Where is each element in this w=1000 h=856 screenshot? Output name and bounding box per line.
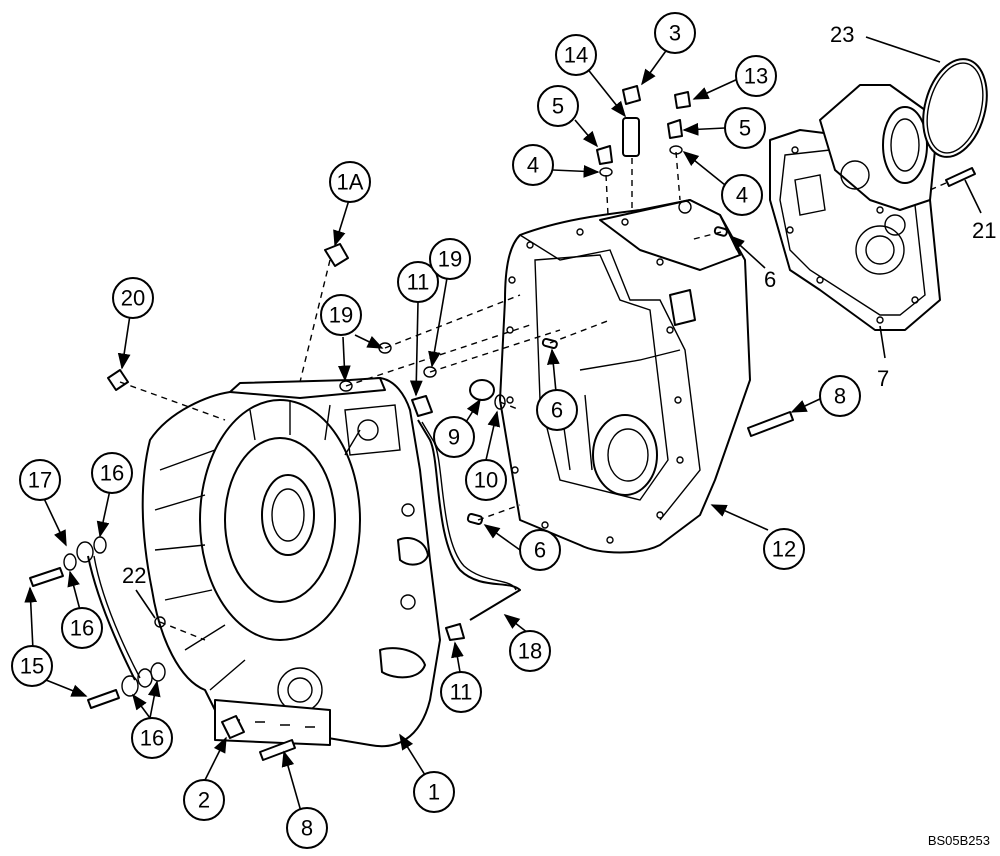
svg-text:10: 10 [474,468,498,493]
svg-text:4: 4 [736,183,748,208]
svg-text:19: 19 [329,303,353,328]
callout-9: 9 [433,416,475,458]
callout-4-right: 4 [721,174,763,216]
callout-4-left: 4 [512,144,554,186]
callout-5-left: 5 [537,85,579,127]
svg-text:17: 17 [28,468,52,493]
callout-17: 17 [19,459,61,501]
svg-text:12: 12 [772,537,796,562]
svg-text:16: 16 [140,726,164,751]
svg-text:6: 6 [551,398,563,423]
callout-16-top: 16 [91,452,133,494]
assembly-lines [119,151,947,641]
callout-11-bottom: 11 [440,671,482,713]
label-22: 22 [122,563,146,588]
gear-housing-part [499,199,751,554]
callout-12: 12 [763,528,805,570]
callout-10: 10 [465,459,507,501]
callout-11-top: 11 [397,261,439,303]
callout-19-right: 19 [429,238,471,280]
svg-text:16: 16 [100,461,124,486]
callout-16-bottom: 16 [131,717,173,759]
svg-text:19: 19 [438,247,462,272]
callout-5-right: 5 [724,107,766,149]
svg-text:8: 8 [834,384,846,409]
svg-text:8: 8 [301,816,313,841]
callout-15: 15 [11,645,53,687]
svg-text:5: 5 [739,116,751,141]
svg-text:11: 11 [450,680,473,705]
svg-text:3: 3 [669,21,681,46]
callout-8-bottom: 8 [286,807,328,849]
callout-1a: 1A [329,161,371,203]
callout-8-right: 8 [819,375,861,417]
svg-text:4: 4 [527,153,539,178]
label-23: 23 [830,22,854,47]
svg-text:16: 16 [70,616,94,641]
svg-text:20: 20 [121,286,145,311]
svg-text:2: 2 [198,788,210,813]
svg-text:6: 6 [534,538,546,563]
callout-2: 2 [183,779,225,821]
callout-19-left: 19 [320,294,362,336]
svg-text:1A: 1A [337,170,364,195]
reference-code: BS05B253 [927,833,990,848]
callout-16-middle: 16 [61,607,103,649]
svg-text:5: 5 [552,94,564,119]
callout-14: 14 [555,34,597,76]
svg-text:9: 9 [448,425,460,450]
callout-1: 1 [413,771,455,813]
small-hardware-parts [29,85,976,761]
svg-text:13: 13 [744,64,768,89]
svg-text:15: 15 [20,654,44,679]
svg-text:18: 18 [518,639,542,664]
cover-plate-part [769,84,941,331]
label-21: 21 [972,218,996,243]
label-7: 7 [877,366,889,391]
callout-13: 13 [735,55,777,97]
label-6-top: 6 [764,267,776,292]
callout-3: 3 [654,12,696,54]
svg-text:1: 1 [428,780,440,805]
callout-6-bottom: 6 [519,529,561,571]
callout-18: 18 [509,630,551,672]
svg-text:14: 14 [564,43,588,68]
o-ring-part [922,58,988,158]
ground-strap-part [87,555,136,681]
svg-text:11: 11 [407,270,430,295]
bell-housing-part [141,377,441,748]
callout-6-middle: 6 [536,389,578,431]
leader-lines [24,36,982,816]
callout-20: 20 [112,277,154,319]
